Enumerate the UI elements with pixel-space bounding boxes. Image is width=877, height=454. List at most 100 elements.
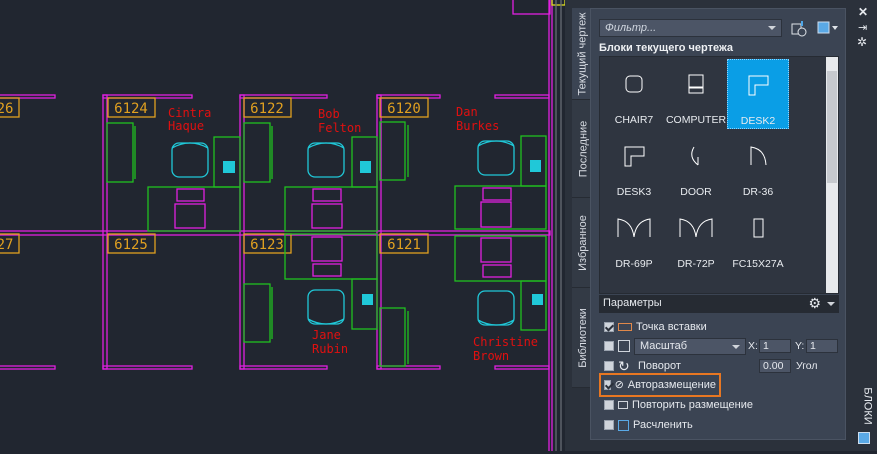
rotation-checkbox[interactable] — [604, 361, 614, 371]
block-gallery: CHAIR7 COMPUTER DESK2 DESK3 DOOR DR-36 D… — [599, 56, 839, 294]
block-fc15x27a[interactable]: FC15X27A — [727, 203, 789, 273]
explode-checkbox[interactable] — [604, 420, 614, 430]
section-title: Блоки текущего чертежа — [599, 42, 734, 54]
room-label-boxes — [0, 97, 429, 254]
block-label: DOOR — [680, 186, 712, 198]
block-dr-72p[interactable]: DR-72P — [665, 203, 727, 273]
desk-icon — [748, 75, 769, 96]
gear-icon[interactable]: ⚙ — [808, 295, 821, 311]
rotation-label: Поворот — [638, 360, 681, 372]
pin-icon[interactable]: ⇥ — [858, 22, 868, 34]
explode-icon — [618, 419, 629, 431]
chevron-down-icon[interactable] — [827, 302, 835, 306]
scale-checkbox[interactable] — [604, 341, 614, 351]
insertion-point-label: Точка вставки — [636, 321, 707, 333]
block-label: COMPUTER — [665, 114, 727, 126]
room-number[interactable]: 6121 — [387, 237, 421, 253]
occupant-last-name: Rubin — [312, 342, 348, 356]
room-number[interactable]: 6123 — [250, 237, 284, 253]
angle-input[interactable]: 0.00 — [759, 359, 791, 373]
occupant-first-name: Bob — [318, 107, 340, 121]
room-number[interactable]: 6122 — [250, 101, 284, 117]
explode-row: Расчленить — [604, 416, 693, 434]
tab-recent[interactable]: Последние — [572, 100, 594, 198]
door-swing-icon — [750, 146, 767, 166]
block-label: DR-69P — [615, 258, 653, 270]
scale-x-label: X: — [748, 340, 758, 352]
load-block-icon[interactable] — [790, 21, 808, 37]
occupant-last-name: Burkes — [456, 119, 499, 133]
scale-y-input[interactable]: 1 — [806, 339, 838, 353]
filter-input[interactable]: Фильтр... — [599, 19, 782, 37]
repeat-placement-icon — [618, 401, 628, 409]
repeat-placement-checkbox[interactable] — [604, 400, 614, 410]
block-label: CHAIR7 — [614, 114, 654, 126]
auto-placement-row: ⊘Авторазмещение — [599, 373, 721, 397]
block-dr-69p[interactable]: DR-69P — [603, 203, 665, 273]
scale-row: Масштаб — [604, 337, 746, 355]
auto-placement-checkbox[interactable] — [604, 380, 611, 390]
tab-label: Избранное — [577, 214, 589, 271]
filter-placeholder: Фильтр... — [605, 22, 657, 34]
double-door-icon — [617, 218, 651, 238]
tab-favorites[interactable]: Избранное — [572, 198, 594, 288]
room-number[interactable]: 27 — [0, 237, 13, 253]
occupant-first-name: Christine — [473, 335, 538, 349]
scale-mode-value: Масштаб — [640, 339, 688, 352]
room-number[interactable]: 6120 — [387, 101, 421, 117]
room-number[interactable]: 6124 — [114, 101, 148, 117]
block-label: FC15X27A — [732, 258, 784, 270]
repeat-placement-row: Повторить размещение — [604, 396, 753, 414]
gallery-scrollbar[interactable] — [826, 57, 838, 293]
scale-x-input[interactable]: 1 — [759, 339, 791, 353]
palette-side-title: БЛОКИ — [861, 387, 874, 425]
computer-icon — [688, 74, 704, 94]
drawing-canvas[interactable]: 6124 6122 6120 6125 6123 6121 26 27 — [0, 0, 566, 451]
scale-y-label: Y: — [795, 340, 805, 352]
double-door-icon — [679, 218, 713, 238]
phones — [223, 160, 543, 305]
occupant-first-name: Cintra — [168, 106, 211, 120]
tab-libraries[interactable]: Библиотеки — [572, 288, 594, 388]
block-chair7[interactable]: CHAIR7 — [603, 59, 665, 129]
repeat-placement-label: Повторить размещение — [632, 399, 753, 411]
rotation-row: ↻ Поворот — [604, 357, 681, 375]
scrollbar-thumb[interactable] — [827, 71, 837, 183]
insertion-point-icon — [618, 323, 632, 331]
room-number[interactable]: 6125 — [114, 237, 148, 253]
params-header: Параметры ⚙ — [599, 295, 839, 313]
gear-icon[interactable]: ✲ — [857, 35, 868, 49]
blocks-palette-icon[interactable] — [858, 432, 870, 444]
cabinet-icon — [753, 218, 764, 238]
auto-placement-icon: ⊘ — [614, 379, 624, 391]
block-door[interactable]: DOOR — [665, 131, 727, 201]
block-label: DR-36 — [742, 186, 774, 198]
block-dr-36[interactable]: DR-36 — [727, 131, 789, 201]
chevron-down-icon — [732, 344, 740, 349]
walls — [0, 0, 553, 451]
door-icon — [691, 146, 699, 166]
chairs — [171, 140, 515, 326]
view-options-icon[interactable] — [817, 21, 839, 35]
rotate-icon: ↻ — [618, 358, 630, 374]
close-icon[interactable]: ✕ — [858, 5, 869, 19]
desk-icon — [624, 146, 645, 167]
block-desk2[interactable]: DESK2 — [727, 59, 789, 129]
room-number[interactable]: 26 — [0, 101, 13, 117]
blocks-palette: Текущий чертеж Последние Избранное Библи… — [565, 0, 877, 451]
chair-icon — [625, 75, 643, 93]
insertion-point-checkbox[interactable] — [604, 322, 614, 332]
occupant-last-name: Haque — [168, 119, 204, 133]
block-computer[interactable]: COMPUTER — [665, 59, 727, 129]
scale-icon — [618, 340, 630, 352]
occupant-last-name: Felton — [318, 121, 361, 135]
params-title: Параметры — [603, 297, 662, 309]
block-desk3[interactable]: DESK3 — [603, 131, 665, 201]
block-label: DESK2 — [740, 115, 776, 127]
auto-placement-label: Авторазмещение — [627, 379, 716, 391]
chevron-down-icon — [768, 26, 776, 30]
occupant-first-name: Dan — [456, 105, 478, 119]
scale-mode-select[interactable]: Масштаб — [634, 337, 746, 355]
furniture — [106, 121, 547, 367]
tab-current-drawing[interactable]: Текущий чертеж — [572, 8, 594, 100]
